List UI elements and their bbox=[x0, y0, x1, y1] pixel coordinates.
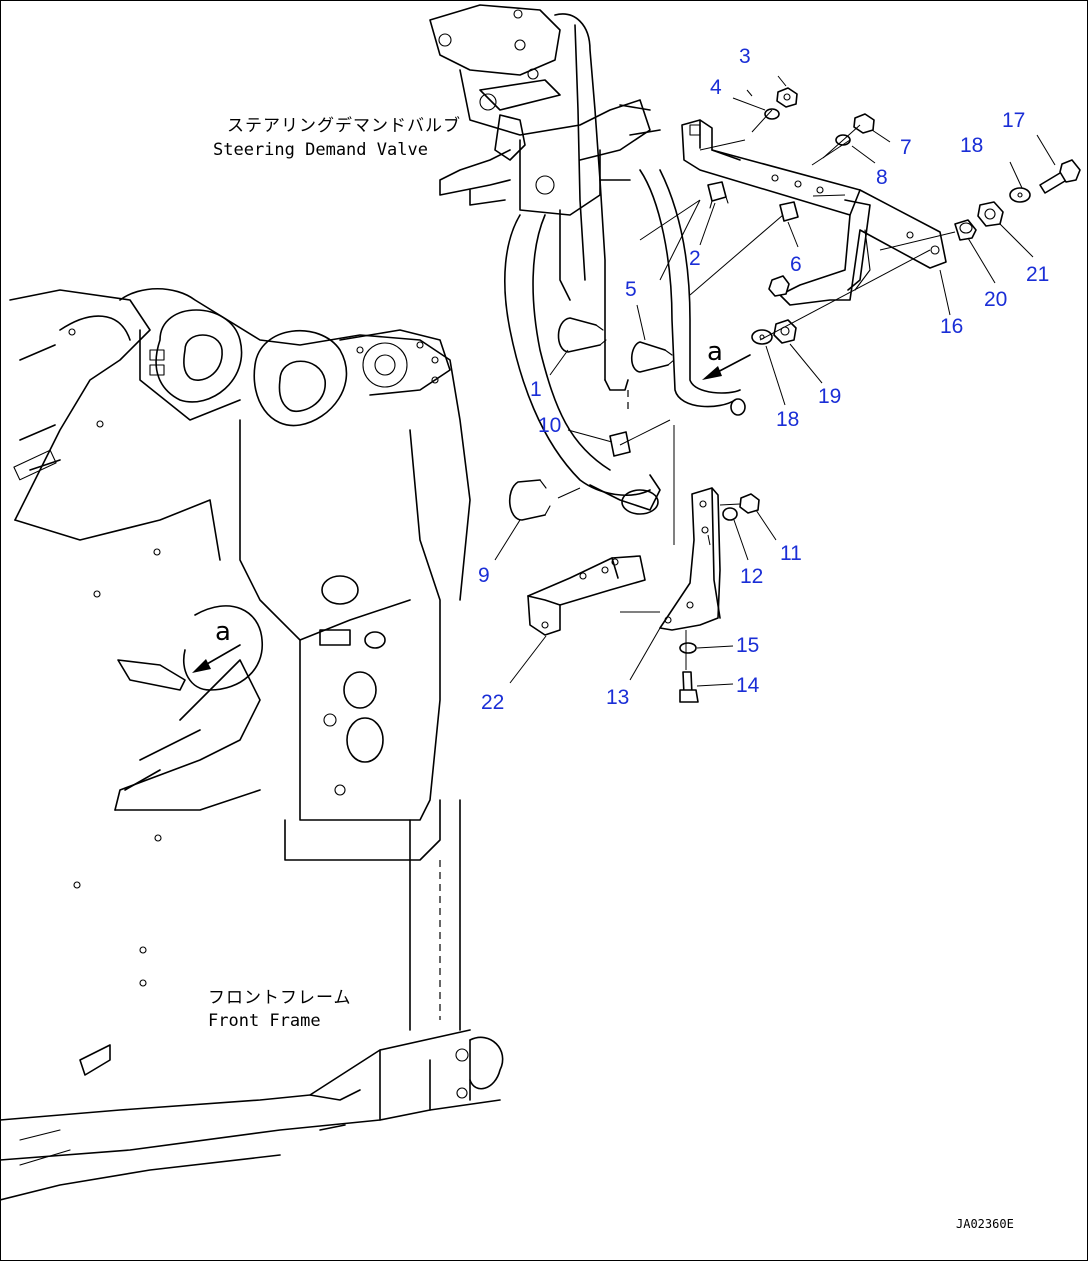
callout-22: 22 bbox=[481, 691, 504, 714]
callout-6: 6 bbox=[790, 253, 802, 276]
callout-4: 4 bbox=[710, 76, 722, 99]
callout-17: 17 bbox=[1002, 109, 1025, 132]
callout-9: 9 bbox=[478, 564, 490, 587]
callout-21: 21 bbox=[1026, 263, 1049, 286]
steering-valve-jp-label: ステアリングデマンドバルブ bbox=[227, 115, 461, 136]
nut-21 bbox=[977, 201, 1004, 227]
view-a-label-right: a bbox=[707, 337, 723, 367]
washer-15 bbox=[679, 642, 697, 654]
bracket-16 bbox=[681, 119, 947, 306]
front-frame-jp-label: フロントフレーム bbox=[208, 988, 352, 1008]
nut-19 bbox=[773, 319, 797, 344]
view-arrow-a-right bbox=[702, 354, 751, 380]
washer-18-top bbox=[1009, 187, 1031, 203]
view-a-label-left: a bbox=[215, 617, 231, 647]
u-bolt-1 bbox=[557, 317, 601, 353]
callout-5: 5 bbox=[625, 278, 637, 301]
callout-13: 13 bbox=[606, 686, 629, 709]
front-frame bbox=[0, 287, 504, 1201]
callout-10: 10 bbox=[538, 414, 561, 437]
callout-8: 8 bbox=[876, 166, 888, 189]
callout-16: 16 bbox=[940, 315, 963, 338]
callout-3: 3 bbox=[739, 45, 751, 68]
front-frame-en-label: Front Frame bbox=[208, 1011, 321, 1031]
callout-18-top: 18 bbox=[960, 134, 983, 157]
washer-12 bbox=[722, 507, 738, 521]
steering-valve-en-label: Steering Demand Valve bbox=[213, 140, 428, 160]
clamp-6 bbox=[779, 201, 799, 222]
nut-3 bbox=[776, 87, 798, 108]
u-bolt-5 bbox=[630, 341, 669, 373]
nut-7 bbox=[853, 113, 875, 134]
leader-lines bbox=[494, 75, 1056, 687]
callout-15: 15 bbox=[736, 634, 759, 657]
callout-11: 11 bbox=[780, 542, 802, 565]
view-arrow-a-left bbox=[183, 605, 263, 691]
bracket-22 bbox=[527, 555, 646, 636]
callout-19: 19 bbox=[818, 385, 841, 408]
callout-1: 1 bbox=[530, 378, 542, 401]
u-bolt-9 bbox=[509, 479, 546, 521]
steering-demand-valve bbox=[429, 4, 746, 515]
callout-18-lower: 18 bbox=[776, 408, 799, 431]
callout-12: 12 bbox=[740, 565, 763, 588]
callout-2: 2 bbox=[689, 247, 701, 270]
washer-18-lower bbox=[751, 329, 773, 345]
clamp-2 bbox=[707, 181, 727, 202]
nut-11 bbox=[739, 493, 760, 514]
callout-7: 7 bbox=[900, 136, 912, 159]
callout-20: 20 bbox=[984, 288, 1007, 311]
drawing-code: JA02360E bbox=[956, 1217, 1014, 1231]
washer-4 bbox=[764, 108, 780, 120]
bracket-13 bbox=[659, 487, 721, 631]
clamp-10 bbox=[609, 431, 631, 457]
callout-14: 14 bbox=[736, 674, 760, 697]
